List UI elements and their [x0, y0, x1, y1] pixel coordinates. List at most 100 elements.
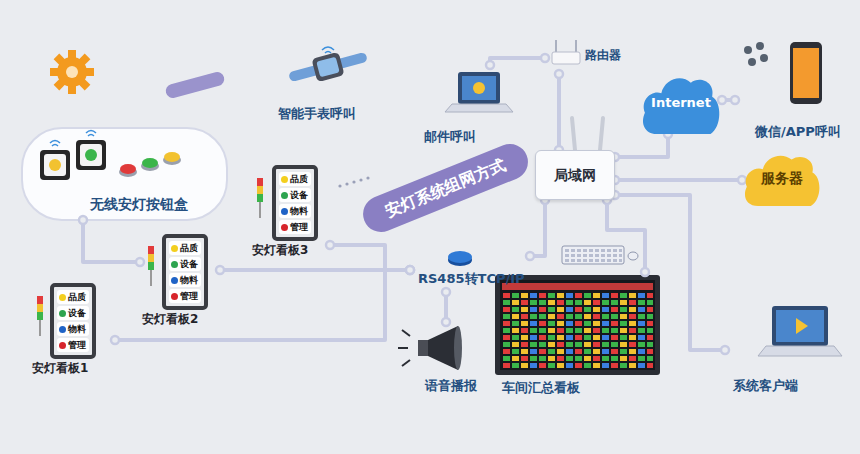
wechat-icons — [748, 58, 756, 66]
joint-dot — [486, 61, 494, 69]
device-node: 路由器 — [545, 38, 635, 74]
cloud-outline — [643, 78, 719, 134]
status-dot — [281, 224, 288, 231]
status-row: 物料 — [279, 204, 311, 218]
joint-dot — [526, 252, 534, 260]
andon-board: 安灯看板1品质设备物料管理 — [30, 281, 115, 381]
workshop-screen — [502, 292, 653, 368]
status-dot — [59, 326, 66, 333]
joint-dot — [718, 96, 726, 104]
status-label: 设备 — [290, 188, 308, 202]
connector-line — [607, 200, 645, 272]
status-row: 管理 — [57, 338, 89, 352]
status-row: 设备 — [169, 257, 201, 271]
gear-icon — [66, 66, 78, 78]
status-dot — [171, 261, 178, 268]
keyboard — [564, 248, 622, 262]
network-box: 局域网 — [535, 150, 615, 200]
board-screen: 品质设备物料管理 — [272, 165, 318, 241]
mail-laptop — [445, 72, 513, 112]
tower-light — [148, 246, 154, 286]
gear-icon — [57, 57, 87, 87]
smart-watch — [322, 47, 334, 53]
status-row: 管理 — [169, 289, 201, 303]
client-laptop — [758, 346, 842, 356]
workshop-screen — [502, 283, 653, 290]
button-box — [76, 140, 106, 170]
status-dot — [171, 293, 178, 300]
andon-board: 安灯看板2品质设备物料管理 — [140, 232, 220, 330]
status-label: 品质 — [180, 241, 198, 255]
connector-line — [330, 245, 410, 270]
status-label: 品质 — [290, 172, 308, 186]
joint-dot — [406, 266, 414, 274]
button-box — [22, 128, 227, 220]
status-label: 设备 — [68, 306, 86, 320]
node-label: 车间汇总看板 — [502, 380, 580, 396]
client-laptop — [776, 310, 824, 342]
title-band: 安灯系统组网方式 — [358, 139, 534, 238]
joint-dot — [641, 268, 649, 276]
device-node: 微信/APP呼叫 — [735, 36, 850, 144]
router-icon — [552, 52, 580, 64]
workshop-screen — [495, 275, 660, 375]
client-laptop — [796, 318, 808, 334]
node-label: 路由器 — [585, 48, 621, 62]
status-dot — [171, 245, 178, 252]
node-label: 微信/APP呼叫 — [755, 124, 841, 140]
node-label: 服务器 — [761, 170, 803, 187]
gear-icon — [50, 50, 94, 94]
connector-line — [115, 270, 410, 340]
button-box — [49, 159, 61, 171]
router-icon — [555, 40, 557, 52]
megaphone — [428, 326, 458, 370]
status-row: 物料 — [169, 273, 201, 287]
board-screen: 品质设备物料管理 — [162, 234, 208, 310]
button-box — [120, 164, 136, 174]
workshop-screen — [500, 280, 655, 370]
wechat-icons — [760, 54, 768, 62]
joint-dot — [79, 216, 87, 224]
tower-light — [259, 202, 261, 218]
joint-dot — [136, 258, 144, 266]
tower-light — [257, 178, 263, 218]
tower-light — [37, 296, 43, 304]
board-screen: 品质设备物料管理 — [50, 283, 96, 359]
smart-watch — [316, 57, 339, 78]
joint-dot — [326, 241, 334, 249]
status-dot — [281, 208, 288, 215]
status-row: 管理 — [279, 220, 311, 234]
converter-puck — [448, 251, 472, 266]
purple-pill — [164, 70, 226, 99]
button-box — [142, 158, 158, 168]
node-label: 智能手表呼叫 — [278, 106, 356, 122]
mail-laptop — [445, 104, 513, 112]
status-label: 物料 — [290, 204, 308, 218]
tower-light — [39, 320, 41, 336]
joint-dot — [216, 266, 224, 274]
mail-laptop — [473, 82, 485, 94]
status-dot — [59, 310, 66, 317]
connector-line — [530, 200, 545, 256]
joint-dot — [406, 266, 414, 274]
joint-dot — [111, 336, 119, 344]
dotted-trail — [366, 176, 369, 179]
dotted-trail — [359, 178, 362, 181]
cloud-outline — [745, 156, 819, 206]
device-node: 智能手表呼叫 — [258, 42, 388, 127]
smart-watch — [288, 47, 368, 82]
lan-antenna — [572, 118, 603, 150]
client-laptop — [772, 306, 828, 346]
board-title: 安灯看板3 — [252, 243, 308, 257]
smart-watch — [288, 52, 368, 82]
button-box — [80, 144, 102, 166]
status-dot — [281, 192, 288, 199]
phone-icon — [790, 42, 822, 104]
tower-light — [37, 312, 43, 320]
megaphone — [454, 326, 462, 370]
status-label: 管理 — [290, 220, 308, 234]
button-box — [85, 149, 97, 161]
cloud-node: 服务器 — [742, 150, 822, 206]
device-node: 无线安灯按钮盒 — [20, 120, 230, 220]
button-box — [86, 131, 96, 137]
